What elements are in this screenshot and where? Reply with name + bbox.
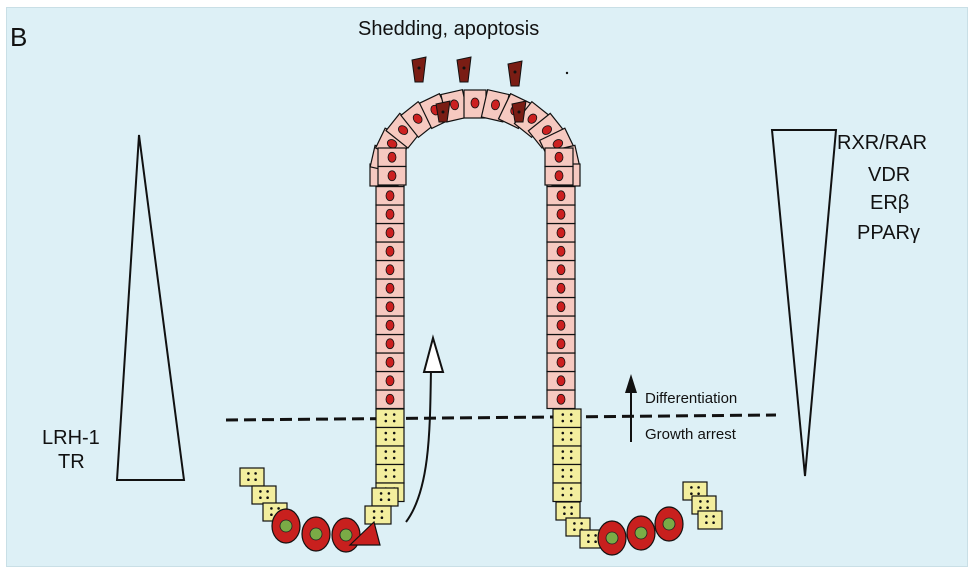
differentiated-cell bbox=[376, 187, 404, 206]
proliferating-cell bbox=[376, 446, 404, 465]
differentiated-cell bbox=[545, 148, 573, 167]
shed-cell bbox=[457, 57, 471, 82]
proliferating-cell bbox=[553, 428, 581, 447]
differentiation-label: Differentiation bbox=[645, 390, 737, 407]
proliferating-cell bbox=[240, 468, 264, 486]
right-gradient-label-2: VDR bbox=[868, 164, 910, 187]
proliferating-cell bbox=[553, 465, 581, 484]
left-gradient-triangle bbox=[117, 135, 184, 480]
differentiated-cell bbox=[547, 187, 575, 206]
differentiated-cell bbox=[376, 242, 404, 261]
differentiated-cell bbox=[547, 335, 575, 354]
proliferating-cell bbox=[365, 506, 391, 524]
proliferating-cell bbox=[556, 502, 580, 520]
differentiated-cell bbox=[376, 372, 404, 391]
differentiated-cell bbox=[376, 298, 404, 317]
right-gradient-label-1: RXR/RAR bbox=[837, 132, 927, 155]
epithelium-cells bbox=[240, 90, 722, 555]
differentiated-cell bbox=[547, 390, 575, 409]
stem-cell bbox=[655, 507, 683, 541]
right-gradient-label-4: PPARγ bbox=[857, 222, 920, 245]
stem-cell bbox=[272, 509, 300, 543]
differentiated-cell bbox=[378, 148, 406, 167]
differentiated-cell bbox=[547, 205, 575, 224]
differentiated-cell bbox=[547, 261, 575, 280]
panel-letter: B bbox=[10, 22, 27, 53]
shed-cell bbox=[508, 61, 522, 86]
differentiated-cell bbox=[376, 279, 404, 298]
arrow-up-icon bbox=[625, 374, 637, 442]
differentiated-cell bbox=[376, 390, 404, 409]
stem-cell bbox=[627, 516, 655, 550]
differentiated-cell bbox=[376, 224, 404, 243]
stem-cell bbox=[302, 517, 330, 551]
stem-cell bbox=[332, 518, 360, 552]
left-gradient-label-2: TR bbox=[58, 451, 85, 474]
proliferating-cell bbox=[698, 511, 722, 529]
differentiated-cell bbox=[547, 372, 575, 391]
left-gradient-label-1: LRH-1 bbox=[42, 427, 100, 450]
shed-cell bbox=[512, 101, 526, 122]
proliferating-cell bbox=[376, 465, 404, 484]
differentiated-cell bbox=[547, 279, 575, 298]
proliferating-cell bbox=[376, 409, 404, 428]
boundary-dashed-line bbox=[226, 415, 776, 420]
differentiated-cell bbox=[376, 205, 404, 224]
stem-cell bbox=[598, 521, 626, 555]
right-gradient-label-3: ERβ bbox=[870, 192, 909, 215]
debris-dot bbox=[566, 72, 568, 74]
shedding-label: Shedding, apoptosis bbox=[358, 18, 539, 41]
differentiated-cell bbox=[547, 353, 575, 372]
shed-cell bbox=[436, 101, 450, 122]
differentiated-cell bbox=[547, 298, 575, 317]
shed-cell bbox=[412, 57, 426, 82]
proliferating-cell bbox=[376, 428, 404, 447]
differentiated-cell bbox=[376, 316, 404, 335]
differentiated-cell bbox=[376, 335, 404, 354]
proliferating-cell bbox=[553, 446, 581, 465]
differentiated-cell bbox=[378, 167, 406, 186]
differentiated-cell bbox=[547, 242, 575, 261]
differentiated-cell bbox=[547, 316, 575, 335]
differentiated-cell bbox=[545, 167, 573, 186]
differentiated-cell bbox=[547, 224, 575, 243]
proliferating-cell bbox=[372, 488, 398, 506]
differentiated-cell bbox=[376, 353, 404, 372]
proliferating-cell bbox=[252, 486, 276, 504]
differentiated-cell bbox=[376, 261, 404, 280]
right-gradient-triangle bbox=[772, 130, 836, 476]
proliferating-cell bbox=[553, 483, 581, 502]
proliferating-cell bbox=[553, 409, 581, 428]
curved-arrow-icon bbox=[406, 338, 443, 522]
growth-arrest-label: Growth arrest bbox=[645, 426, 736, 443]
